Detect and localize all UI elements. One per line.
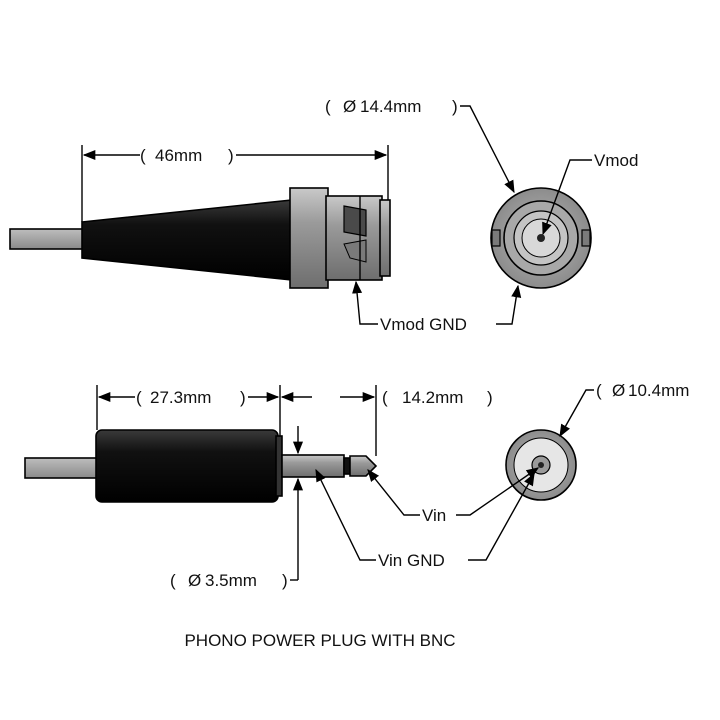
phono-insulator (343, 457, 351, 475)
phono-body-length-label: 27.3mm (150, 388, 211, 407)
phono-body (95, 429, 279, 503)
svg-text:(: ( (325, 97, 331, 116)
bnc-length-dimension: ( 46mm ) (81, 145, 389, 222)
svg-text:(: ( (382, 388, 388, 407)
bnc-length-label: 46mm (155, 146, 202, 165)
phono-face-diameter-label: 10.4mm (628, 381, 689, 400)
phono-sleeve (281, 454, 345, 478)
svg-text:(: ( (136, 388, 142, 407)
phono-tip-length-label: 14.2mm (402, 388, 463, 407)
diameter-symbol: Ø (343, 97, 356, 116)
vin-callout: Vin (367, 467, 540, 525)
phono-tip (349, 455, 378, 477)
svg-text:): ) (452, 97, 458, 116)
vin-label: Vin (422, 506, 446, 525)
vin-gnd-callout: Vin GND (315, 468, 535, 570)
bnc-ground-callout: Vmod GND (352, 280, 522, 334)
bnc-diameter-callout: ( Ø 14.4mm ) (325, 97, 515, 194)
bnc-cable (9, 228, 86, 250)
phono-length-dimensions: ( 27.3mm ) ( 14.2mm ) (96, 385, 493, 456)
bnc-diameter-label: 14.4mm (360, 97, 421, 116)
bnc-front-view (490, 187, 592, 289)
vmod-label: Vmod (594, 151, 638, 170)
diagram-title: PHONO POWER PLUG WITH BNC (184, 631, 455, 650)
phono-cable (24, 457, 101, 479)
phono-side-view (24, 429, 378, 503)
bnc-tip-ring (379, 199, 391, 277)
paren-open: ( (140, 146, 146, 165)
phono-front-view (505, 429, 577, 501)
svg-text:Ø: Ø (188, 571, 201, 590)
paren-close: ) (228, 146, 234, 165)
phono-pin-diameter-callout: ( Ø 3.5mm ) (170, 426, 304, 590)
phono-pin-diameter-label: 3.5mm (205, 571, 257, 590)
svg-text:(: ( (596, 381, 602, 400)
bnc-strain-relief (81, 199, 293, 281)
svg-text:): ) (240, 388, 246, 407)
vin-gnd-label: Vin GND (378, 551, 445, 570)
svg-text:): ) (487, 388, 493, 407)
bnc-slot (343, 205, 367, 237)
svg-text:): ) (282, 571, 288, 590)
vmod-gnd-label: Vmod GND (380, 315, 467, 334)
phono-face-diameter-callout: ( Ø 10.4mm (559, 381, 689, 438)
svg-text:(: ( (170, 571, 176, 590)
bnc-signal-callout: Vmod (542, 151, 638, 236)
bnc-side-view (9, 187, 391, 289)
bnc-collar (289, 187, 329, 289)
svg-text:Ø: Ø (612, 381, 625, 400)
phono-collar (275, 435, 283, 497)
